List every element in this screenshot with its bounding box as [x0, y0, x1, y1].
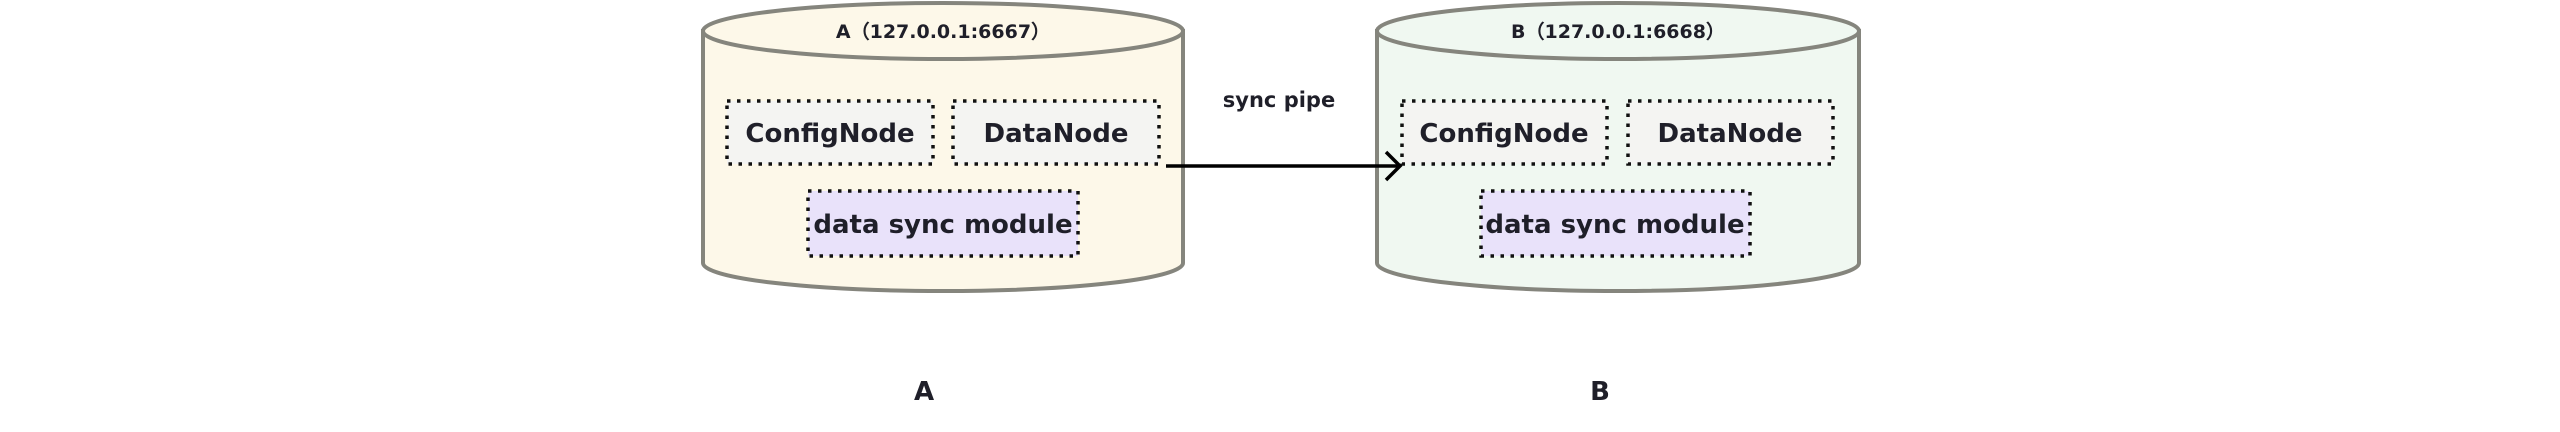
sync-pipe-edge: sync pipe [1166, 88, 1403, 182]
config-node-b-label: ConfigNode [1419, 119, 1588, 149]
sync-module-b: data sync module [1479, 189, 1752, 258]
sync-module-b-box [1479, 189, 1752, 258]
cluster-b-caption: B [1590, 377, 1610, 407]
data-node-a-label: DataNode [984, 119, 1129, 149]
sync-module-a-label: data sync module [813, 210, 1072, 240]
cluster-b-title: B（127.0.0.1:6668） [1511, 20, 1725, 43]
cylinder-b-top [1375, 1, 1861, 61]
data-node-b: DataNode [1626, 99, 1835, 166]
config-node-a-box [725, 99, 935, 166]
data-node-a-box [951, 99, 1161, 166]
data-node-b-label: DataNode [1658, 119, 1803, 149]
sync-module-b-label: data sync module [1485, 210, 1744, 240]
sync-pipe-label: sync pipe [1223, 88, 1335, 112]
cluster-a: A（127.0.0.1:6667） ConfigNode DataNode da… [701, 1, 1185, 293]
config-node-b: ConfigNode [1400, 99, 1609, 166]
cluster-a-title: A（127.0.0.1:6667） [836, 20, 1050, 43]
data-node-b-box [1626, 99, 1835, 166]
config-node-a: ConfigNode [725, 99, 935, 166]
data-node-a: DataNode [951, 99, 1161, 166]
cluster-a-caption: A [914, 377, 934, 407]
arrow-head-icon [1384, 150, 1403, 182]
cluster-b: B（127.0.0.1:6668） ConfigNode DataNode da… [1375, 1, 1861, 293]
sync-module-a: data sync module [806, 189, 1080, 258]
cylinder-a-top [701, 1, 1185, 61]
config-node-a-label: ConfigNode [745, 119, 914, 149]
sync-module-a-box [806, 189, 1080, 258]
config-node-b-box [1400, 99, 1609, 166]
